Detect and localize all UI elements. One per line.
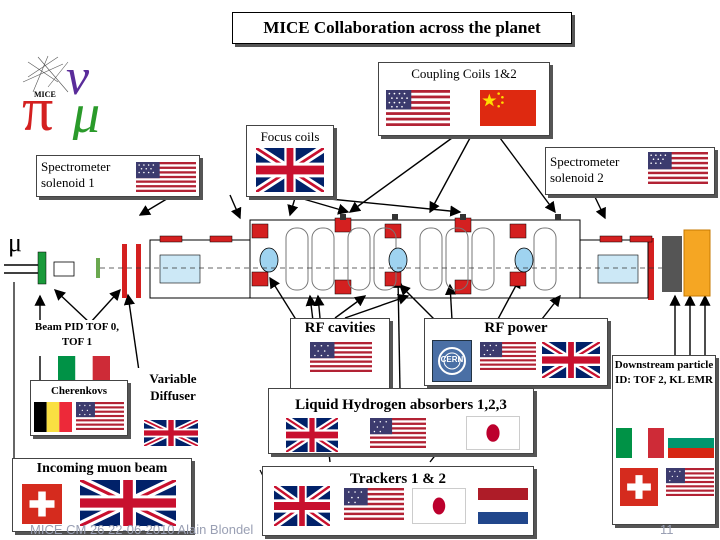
flag-usa-icon — [76, 402, 124, 430]
cherenkovs-label: Cherenkovs — [50, 385, 108, 397]
muon-symbol: μ — [8, 228, 22, 257]
flag-uk-icon — [286, 418, 338, 452]
beam-pid-box: Beam PID TOF 0, TOF 1 — [28, 320, 126, 356]
flag-usa-icon — [344, 488, 404, 520]
lh2-absorbers-label: Liquid Hydrogen absorbers 1,2,3 — [295, 397, 507, 413]
flag-uk-icon — [256, 148, 324, 192]
flag-belgium-icon — [34, 402, 72, 432]
svg-text:π: π — [22, 76, 53, 140]
flag-italy-icon — [616, 428, 664, 458]
beamline-schematic — [4, 214, 711, 300]
cern-logo-text: CERN — [440, 355, 464, 364]
incoming-beam-label: Incoming muon beam — [36, 461, 168, 476]
cern-logo-icon: CERN — [432, 340, 472, 382]
spectrometer-1-label: Spectrometer solenoid 1 — [41, 159, 111, 190]
flag-usa-icon — [136, 162, 196, 192]
coupling-coils-label: Coupling Coils 1&2 — [411, 66, 517, 81]
flag-usa-icon — [386, 90, 450, 126]
flag-netherlands-icon — [478, 488, 528, 524]
spectrometer-2-label: Spectrometer solenoid 2 — [550, 154, 620, 185]
title-box: MICE Collaboration across the planet — [232, 12, 572, 44]
focus-coils-label: Focus coils — [260, 129, 320, 144]
flag-usa-icon — [480, 342, 536, 370]
svg-text:v: v — [66, 52, 90, 106]
footer-text: MICE CM 26 22-06-2010 Alain Blondel — [30, 522, 254, 537]
flag-uk-icon — [80, 480, 176, 526]
flag-japan-icon — [466, 416, 520, 450]
downstream-pid-label: Downstream particle ID: TOF 2, KL EMR — [614, 359, 714, 386]
flag-usa-icon — [370, 418, 426, 448]
flag-switzerland-icon — [22, 484, 62, 524]
flag-usa-icon — [666, 468, 714, 496]
flag-japan-icon — [412, 488, 466, 524]
flag-uk-icon — [542, 342, 600, 378]
trackers-label: Trackers 1 & 2 — [350, 471, 446, 487]
mice-logo: π v μ MICE — [18, 49, 130, 145]
page-title: MICE Collaboration across the planet — [263, 18, 541, 37]
flag-uk-icon — [274, 486, 330, 526]
page-number: 11 — [660, 522, 674, 537]
rf-cavities-label: RF cavities — [304, 320, 376, 336]
flag-usa-icon — [310, 342, 372, 372]
rf-power-label: RF power — [484, 320, 548, 336]
variable-diffuser-label: Variable Diffuser — [149, 371, 197, 403]
svg-text:μ: μ — [71, 83, 100, 140]
flag-china-icon — [480, 90, 536, 126]
flag-italy-icon — [58, 356, 110, 386]
flag-uk-icon — [144, 420, 198, 446]
beam-pid-label: Beam PID TOF 0, TOF 1 — [34, 321, 120, 348]
flag-usa-icon — [648, 152, 708, 184]
logo-text: MICE — [34, 90, 56, 99]
flag-bulgaria-icon — [668, 428, 714, 458]
flag-switzerland-icon — [620, 468, 658, 506]
